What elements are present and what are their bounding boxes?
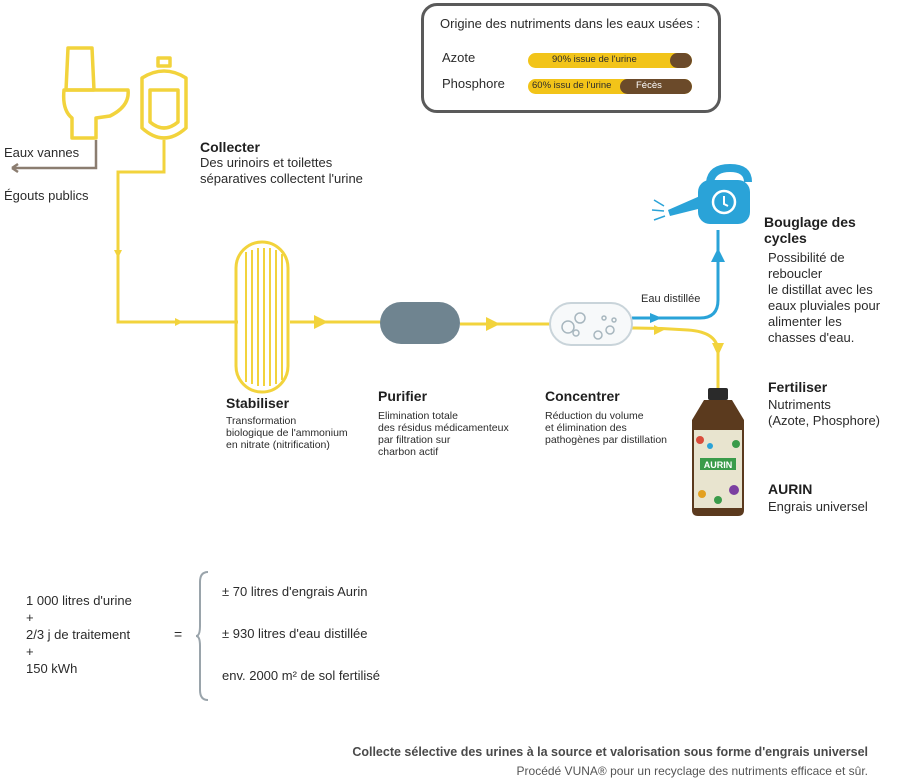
feces-share-phosphore [620, 79, 692, 94]
step-bouclage-desc-3: le distillat avec les [768, 282, 873, 297]
distilled-water-pipe [632, 230, 720, 320]
distiller-icon [549, 302, 633, 346]
step-purifier-desc-1: Elimination totale [378, 410, 458, 422]
step-stabiliser: Stabiliser Transformation biologique de … [226, 395, 348, 451]
step-concentrer-desc-2: et élimination des [545, 422, 627, 434]
step-concentrer-desc-1: Réduction du volume [545, 410, 644, 422]
label-eau-distillee: Eau distillée [641, 293, 701, 305]
input-energy: 150 kWh [26, 661, 78, 676]
legend-row-label-phosphore: Phosphore [442, 76, 505, 91]
step-concentrer-title: Concentrer [545, 388, 620, 404]
step-stabiliser-desc-3: en nitrate (nitrification) [226, 439, 330, 451]
input-urine: 1 000 litres d'urine [26, 593, 132, 608]
step-collecter-title: Collecter [200, 139, 260, 155]
step-bouclage-desc-2: reboucler [768, 266, 823, 281]
step-fertiliser: Fertiliser Nutriments (Azote, Phosphore) [768, 379, 880, 429]
watering-can-icon [651, 164, 752, 224]
input-plus-2: + [26, 644, 34, 659]
fertilizer-bottle-icon: AURIN [692, 388, 744, 516]
equation-inputs: 1 000 litres d'urine + 2/3 j de traiteme… [26, 592, 132, 677]
step-purifier-desc-4: charbon actif [378, 446, 439, 458]
step-purifier-desc-3: par filtration sur [378, 434, 451, 446]
caption-title: Collecte sélective des urines à la sourc… [352, 745, 868, 759]
step-stabiliser-desc-1: Transformation [226, 415, 297, 427]
label-egouts-publics: Égouts publics [4, 188, 89, 203]
stabiliser-tank-icon [234, 240, 290, 394]
step-aurin-title: AURIN [768, 481, 813, 497]
output-fertilized-soil: env. 2000 m² de sol fertilisé [222, 668, 380, 683]
step-bouclage-desc-5: alimenter les [768, 314, 842, 329]
feces-label-phosphore: Fécès [636, 80, 662, 91]
step-stabiliser-desc-2: biologique de l'ammonium [226, 427, 348, 439]
step-bouclage: Bouglage des cycles Possibilité de rebou… [764, 214, 900, 346]
blackwater-pipe [11, 140, 98, 174]
legend-row-label-azote: Azote [442, 50, 476, 65]
step-purifier-title: Purifier [378, 388, 428, 404]
step-bouclage-desc-1: Possibilité de [768, 250, 845, 265]
legend-bar-phosphore: 60% issu de l'urine Fécès [528, 79, 692, 94]
step-fertiliser-desc-2: (Azote, Phosphore) [768, 413, 881, 428]
step-fertiliser-title: Fertiliser [768, 379, 828, 395]
step-collecter-desc-2: séparatives collectent l'urine [200, 171, 363, 186]
urinal-icon [140, 56, 188, 140]
input-plus-1: + [26, 610, 34, 625]
step-purifier: Purifier Elimination totale des résidus … [378, 388, 509, 458]
step-bouclage-title: Bouglage des cycles [764, 214, 856, 246]
toilet-icon [61, 46, 130, 140]
step-stabiliser-title: Stabiliser [226, 395, 290, 411]
step-collecter-desc-1: Des urinoirs et toilettes [200, 155, 333, 170]
filter-cylinder-icon [380, 302, 460, 344]
step-aurin-desc-1: Engrais universel [768, 499, 868, 514]
nutrient-origin-legend: Origine des nutriments dans les eaux usé… [421, 3, 721, 113]
water-arrows [650, 248, 725, 323]
step-collecter: Collecter Des urinoirs et toilettes sépa… [200, 139, 363, 187]
feces-share-azote [670, 53, 692, 68]
output-fertilizer: ± 70 litres d'engrais Aurin [222, 584, 368, 599]
output-distilled-water: ± 930 litres d'eau distillée [222, 626, 368, 641]
caption-subtitle: Procédé VUNA® pour un recyclage des nutr… [516, 764, 868, 778]
bottle-label: AURIN [704, 460, 733, 470]
brace-icon [196, 571, 209, 701]
step-purifier-desc-2: des résidus médicamenteux [378, 422, 509, 434]
legend-title: Origine des nutriments dans les eaux usé… [440, 16, 701, 31]
step-concentrer-desc-3: pathogènes par distillation [545, 434, 668, 446]
step-aurin: AURIN Engrais universel [768, 481, 868, 515]
label-eaux-vannes: Eaux vannes [4, 145, 80, 160]
urine-share-label-azote: 90% issue de l'urine [552, 54, 637, 65]
equals-sign: = [174, 626, 183, 642]
input-treatment: 2/3 j de traitement [26, 627, 131, 642]
urine-arrows [114, 250, 724, 356]
step-concentrer: Concentrer Réduction du volume et élimin… [545, 388, 667, 446]
step-fertiliser-desc-1: Nutriments [768, 397, 831, 412]
step-bouclage-desc-4: eaux pluviales pour [768, 298, 881, 313]
legend-bar-azote: 90% issue de l'urine [528, 53, 692, 68]
step-bouclage-desc-6: chasses d'eau. [768, 330, 855, 345]
urine-share-label-phosphore: 60% issu de l'urine [532, 80, 612, 91]
